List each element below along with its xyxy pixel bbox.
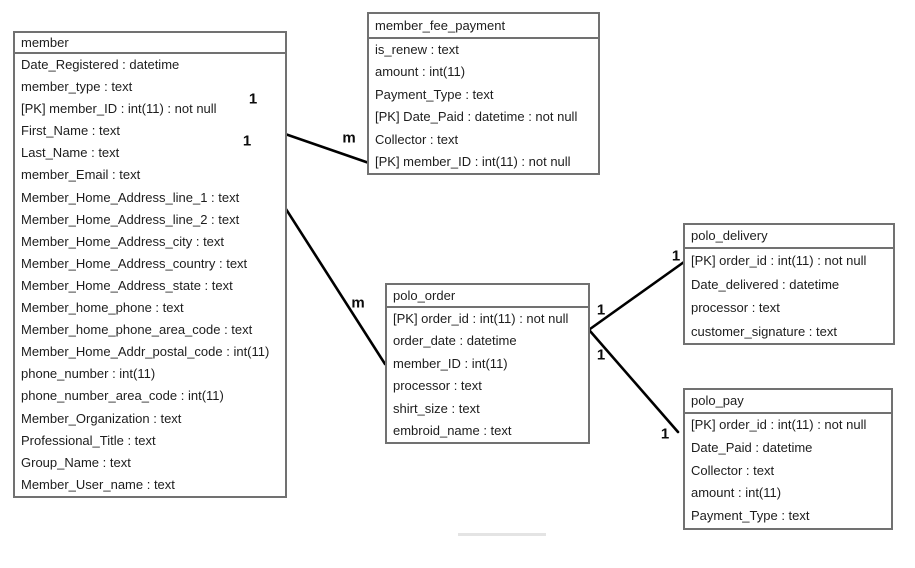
table-field-row: customer_signature : text	[691, 323, 837, 339]
table-field-row: amount : int(11)	[691, 485, 782, 501]
cardinality-label: m	[342, 129, 356, 147]
table-header[interactable]: member_fee_payment	[369, 14, 598, 39]
table-field-row: processor : text	[691, 300, 780, 315]
table-field-row: processor : text	[393, 378, 482, 394]
table-field-row: Member_Home_Addr_postal_code : int(11)	[21, 344, 270, 360]
table-field-row: [PK] order_id : int(11) : not null	[691, 417, 867, 432]
table-field-row: [PK] member_ID : int(11) : not null	[21, 101, 217, 117]
table-field-row: Member_Home_Address_city : text	[21, 233, 225, 249]
table-field-row: amount : int(11)	[375, 64, 466, 80]
table-field-row: Member_home_phone : text	[21, 300, 184, 316]
cardinality-label: 1	[660, 425, 670, 443]
table-field-row: member_Email : text	[21, 167, 141, 183]
table-field-row: [PK] order_id : int(11) : not null	[393, 311, 569, 326]
table-header[interactable]: polo_pay	[685, 390, 891, 414]
watermark-smudge	[458, 533, 546, 536]
table-member_fee_payment[interactable]: member_fee_payment is_renew : text amount …	[367, 12, 600, 176]
table-field-row: Member_Home_Address_line_1 : text	[21, 189, 240, 205]
table-header[interactable]: polo_order	[387, 285, 588, 308]
table-field-row: Date_Paid : datetime	[691, 439, 813, 455]
table-field-row: First_Name : text	[21, 123, 120, 139]
table-field-row: Date_delivered : datetime	[691, 276, 840, 292]
cardinality-label: m	[351, 294, 365, 312]
table-field-row: order_date : datetime	[393, 333, 517, 349]
table-field-row: Member_Home_Address_state : text	[21, 277, 233, 293]
table-field-row: Member_User_name : text	[21, 476, 175, 492]
cardinality-label: 1	[596, 346, 606, 364]
table-field-row: Payment_Type : text	[691, 508, 810, 524]
table-polo_delivery[interactable]: polo_delivery [PK] order_id : int(11) : n…	[683, 223, 895, 345]
table-polo_order[interactable]: polo_order [PK] order_id : int(11) : not …	[385, 283, 590, 445]
table-field-row: Collector : text	[375, 131, 459, 147]
table-field-row: Member_Organization : text	[21, 410, 182, 426]
table-field-row: Date_Registered : datetime	[21, 57, 180, 72]
relationship-line-polo_order-polo_delivery	[588, 260, 686, 331]
table-field-row: [PK] member_ID : int(11) : not null	[375, 153, 571, 169]
table-field-row: [PK] Date_Paid : datetime : not null	[375, 109, 578, 125]
table-field-row: member_ID : int(11)	[393, 355, 508, 371]
table-field-row: phone_number : int(11)	[21, 366, 156, 382]
cardinality-label: 1	[248, 90, 258, 108]
cardinality-label: 1	[596, 301, 606, 319]
table-field-row: Group_Name : text	[21, 454, 131, 470]
table-field-row: Last_Name : text	[21, 145, 120, 161]
table-field-row: Payment_Type : text	[375, 86, 494, 102]
table-field-row: shirt_size : text	[393, 400, 480, 416]
table-polo_pay[interactable]: polo_pay [PK] order_id : int(11) : not nu…	[683, 388, 893, 530]
table-field-row: [PK] order_id : int(11) : not null	[691, 253, 867, 268]
cardinality-label: 1	[671, 247, 681, 265]
table-field-row: embroid_name : text	[393, 422, 512, 438]
table-field-row: member_type : text	[21, 79, 133, 95]
table-field-row: is_renew : text	[375, 42, 459, 57]
table-field-row: Member_Home_Address_country : text	[21, 255, 248, 271]
table-header[interactable]: polo_delivery	[685, 225, 893, 249]
table-field-row: Member_home_phone_area_code : text	[21, 322, 253, 338]
table-header[interactable]: member	[15, 33, 285, 54]
table-field-row: Professional_Title : text	[21, 432, 156, 448]
table-field-row: Member_Home_Address_line_2 : text	[21, 211, 240, 227]
table-field-row: phone_number_area_code : int(11)	[21, 388, 224, 404]
table-field-row: Collector : text	[691, 462, 775, 478]
cardinality-label: 1	[242, 132, 252, 150]
